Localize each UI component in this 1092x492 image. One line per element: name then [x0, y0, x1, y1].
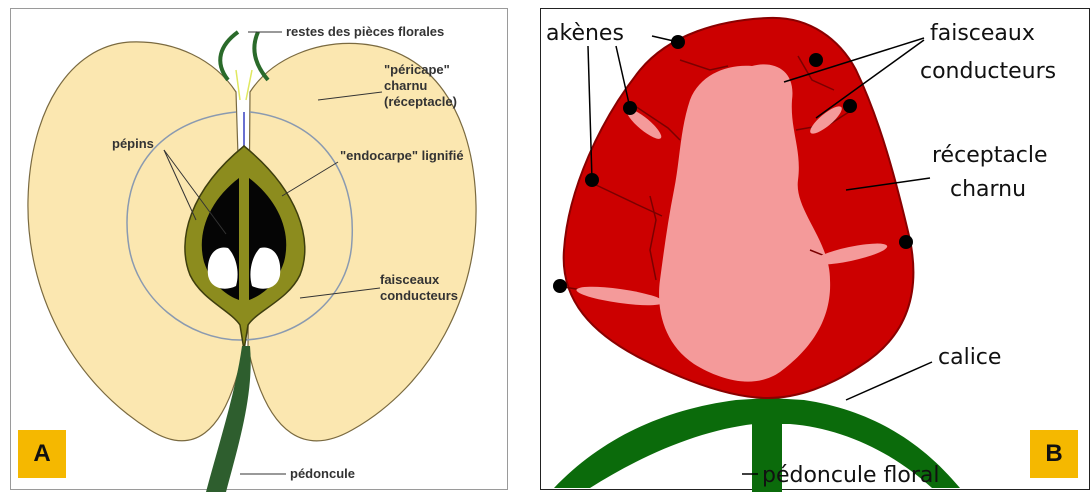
achene-marker [553, 279, 567, 293]
achene-marker [899, 235, 913, 249]
label-stalk: pédoncule [290, 466, 355, 481]
label-seeds: pépins [112, 136, 154, 151]
strawberry-diagram-panel: akènes faisceaux conducteurs réceptacle … [540, 0, 1092, 492]
label-bundles-line2: conducteurs [380, 288, 458, 303]
label-receptacle-line1: réceptacle [932, 143, 1048, 168]
panel-a-badge: A [18, 430, 66, 478]
label-endocarp: "endocarpe" lignifié [340, 148, 464, 163]
floral-remains-left [220, 32, 238, 80]
label-bundles-line2: conducteurs [920, 59, 1056, 84]
label-bundles-line1: faisceaux [930, 21, 1035, 46]
apple-diagram-panel: restes des pièces florales "péricape" ch… [0, 0, 518, 492]
label-pericarp-line3: (réceptacle) [384, 94, 457, 109]
panel-b-badge: B [1030, 430, 1078, 478]
label-stalk: pédoncule floral [762, 463, 940, 488]
apple-diagram: restes des pièces florales "péricape" ch… [0, 0, 518, 492]
label-calyx: calice [938, 345, 1001, 370]
label-achenes: akènes [546, 21, 624, 46]
label-pericarp-line1: "péricape" [384, 62, 450, 77]
label-floral-remains: restes des pièces florales [286, 24, 444, 39]
label-bundles-line1: faisceaux [380, 272, 440, 287]
strawberry-diagram: akènes faisceaux conducteurs réceptacle … [540, 0, 1092, 492]
label-receptacle-line2: charnu [950, 177, 1026, 202]
bundle-marker [843, 99, 857, 113]
label-pericarp-line2: charnu [384, 78, 427, 93]
bundle-marker [809, 53, 823, 67]
